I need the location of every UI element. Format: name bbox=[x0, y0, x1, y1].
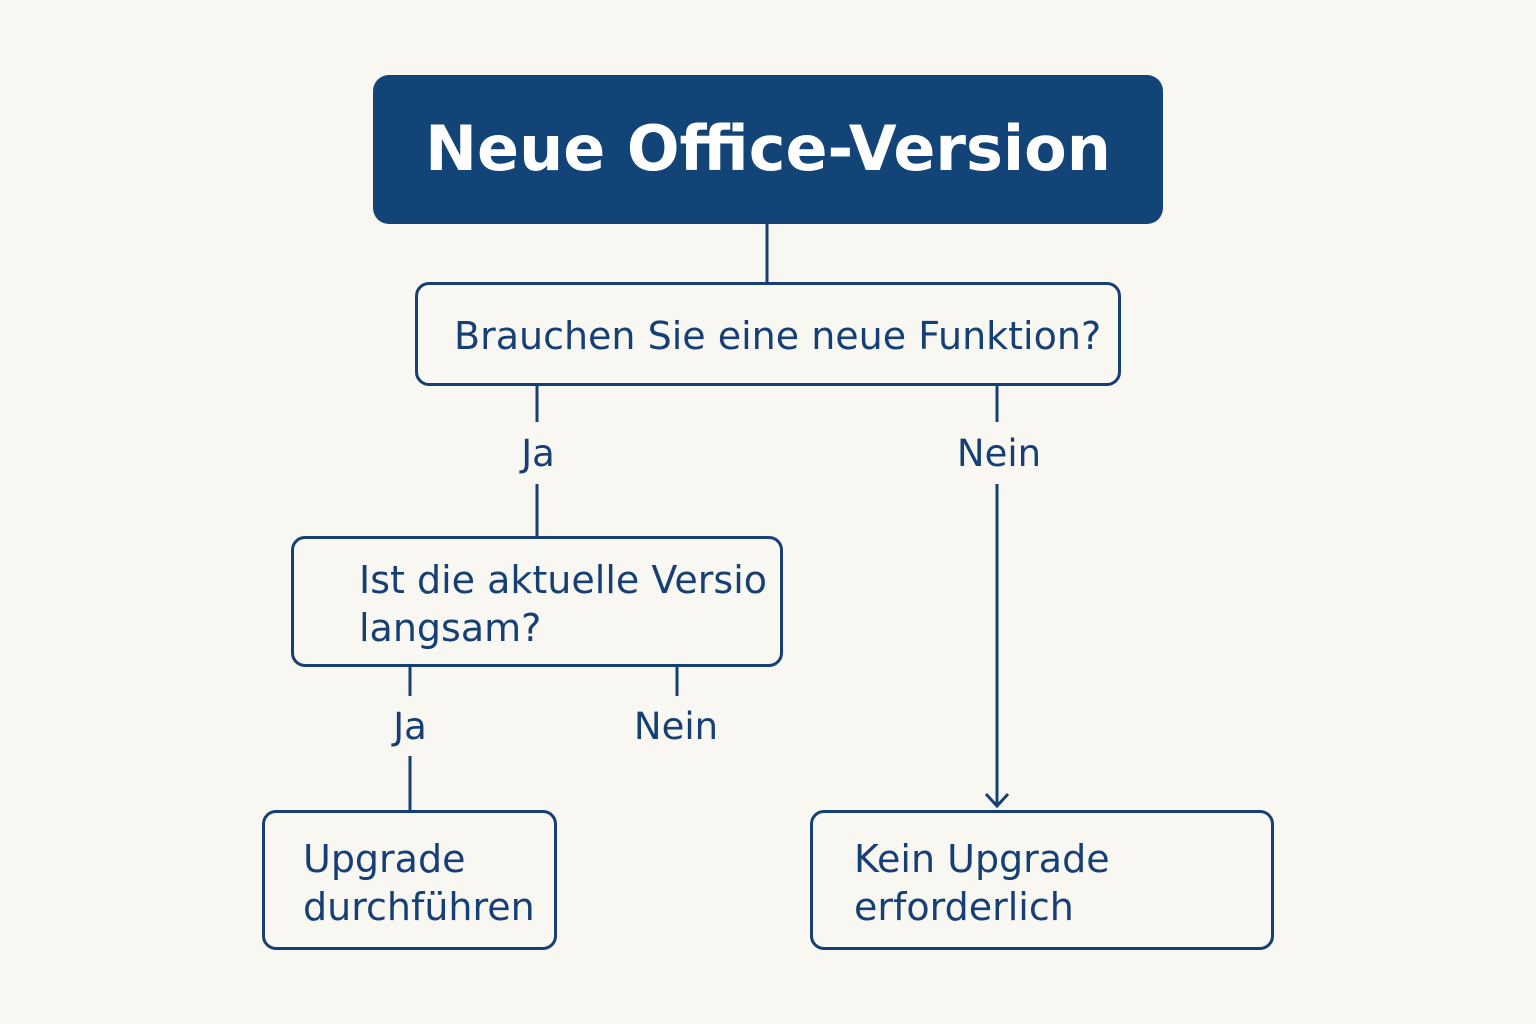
question1-node: Brauchen Sie eine neue Funktion? bbox=[415, 282, 1121, 386]
question2-line1: Ist die aktuelle Versio bbox=[359, 558, 767, 602]
edge-label-question1-no: Nein bbox=[956, 432, 1042, 475]
edge-label-question1-yes: Ja bbox=[521, 432, 555, 475]
outcome-upgrade-line1: Upgrade bbox=[303, 837, 466, 881]
arrowhead-no-upgrade bbox=[984, 792, 1010, 809]
root-title: Neue Office-Version bbox=[425, 112, 1111, 185]
question2-line2: langsam? bbox=[359, 606, 542, 650]
outcome-upgrade-line2: durchführen bbox=[303, 885, 535, 929]
outcome-upgrade-node: Upgrade durchführen bbox=[262, 810, 557, 950]
question1-text: Brauchen Sie eine neue Funktion? bbox=[454, 314, 1102, 358]
question2-node: Ist die aktuelle Versio langsam? bbox=[291, 536, 783, 667]
outcome-no-upgrade-node: Kein Upgrade erforderlich bbox=[810, 810, 1274, 950]
root-node: Neue Office-Version bbox=[373, 75, 1163, 224]
edge-label-question2-no: Nein bbox=[633, 705, 719, 748]
outcome-no-upgrade-line2: erforderlich bbox=[854, 885, 1074, 929]
edge-label-question2-yes: Ja bbox=[393, 705, 427, 748]
outcome-no-upgrade-line1: Kein Upgrade bbox=[854, 837, 1110, 881]
